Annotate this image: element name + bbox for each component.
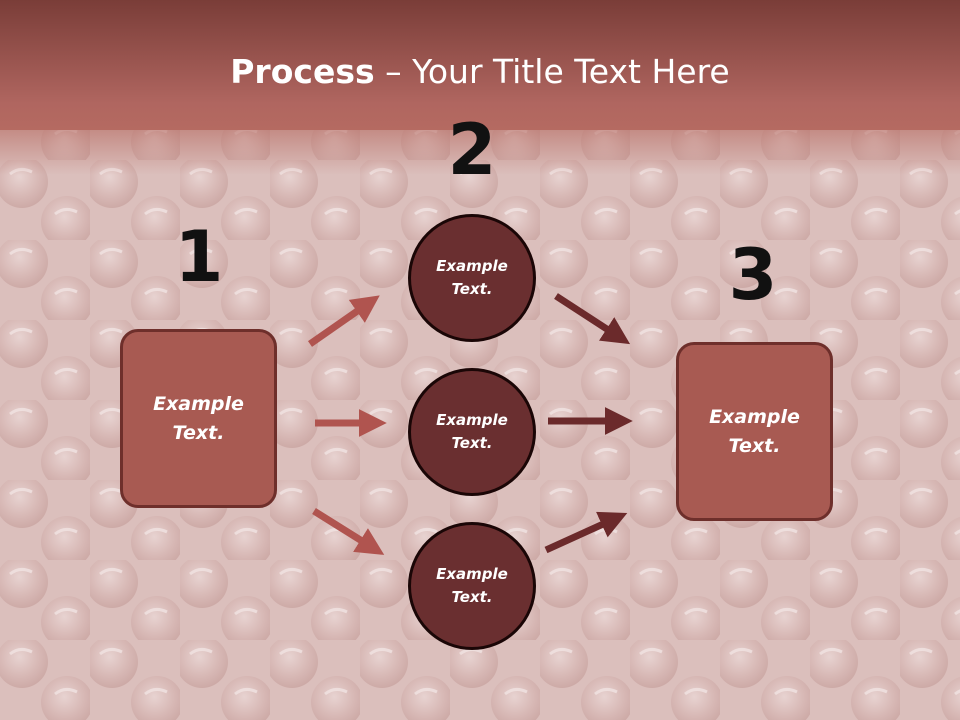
step-1-text-line1: Example xyxy=(153,392,244,415)
circle-top-line2: Text. xyxy=(451,280,493,298)
arrow-in-bottom xyxy=(312,508,385,555)
title-bold: Process xyxy=(230,52,375,91)
step-number-2: 2 xyxy=(447,109,497,191)
step-number-1: 1 xyxy=(174,216,224,298)
step-1-text-line2: Text. xyxy=(172,421,225,444)
circle-top-line1: Example xyxy=(436,257,508,275)
circle-bottom-line1: Example xyxy=(436,565,508,583)
circle-middle-line1: Example xyxy=(436,411,508,429)
step-3-text-line1: Example xyxy=(709,405,800,428)
arrow-in-top xyxy=(307,295,380,347)
slide-title: Process – Your Title Text Here xyxy=(0,52,960,91)
arrow-out-top xyxy=(554,293,631,345)
circle-bottom-line2: Text. xyxy=(451,588,493,606)
arrow-out-bottom xyxy=(544,511,628,554)
step-number-3: 3 xyxy=(728,234,778,316)
title-rest: – Your Title Text Here xyxy=(374,52,730,91)
step-3-text-line2: Text. xyxy=(728,434,781,457)
circle-middle-line2: Text. xyxy=(451,434,493,452)
